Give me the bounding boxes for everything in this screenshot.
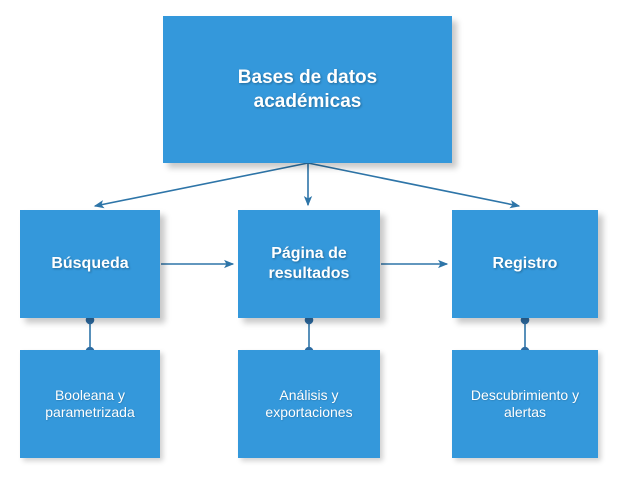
node-analisis-y-exportaciones[interactable]: Análisis y exportaciones [238, 350, 380, 458]
connector-root-to-busqueda [93, 162, 309, 209]
node-label: Búsqueda [51, 255, 129, 273]
node-busqueda[interactable]: Búsqueda [20, 210, 160, 318]
node-label: Bases de datos académicas [237, 67, 378, 112]
node-descubrimiento-y-alertas[interactable]: Descubrimiento y alertas [452, 350, 598, 458]
node-bases-de-datos-academicas[interactable]: Bases de datos académicas [163, 16, 452, 163]
node-registro[interactable]: Registro [452, 210, 598, 318]
node-pagina-de-resultados[interactable]: Página de resultados [238, 210, 380, 318]
node-label: Registro [492, 255, 558, 273]
node-label: Booleana y parametrizada [45, 386, 135, 420]
node-label: Descubrimiento y alertas [470, 386, 580, 420]
node-label: Análisis y exportaciones [265, 386, 353, 420]
node-booleana-y-parametrizada[interactable]: Booleana y parametrizada [20, 350, 160, 458]
node-label: Página de resultados [268, 245, 350, 282]
connector-root-to-registro [307, 162, 521, 209]
